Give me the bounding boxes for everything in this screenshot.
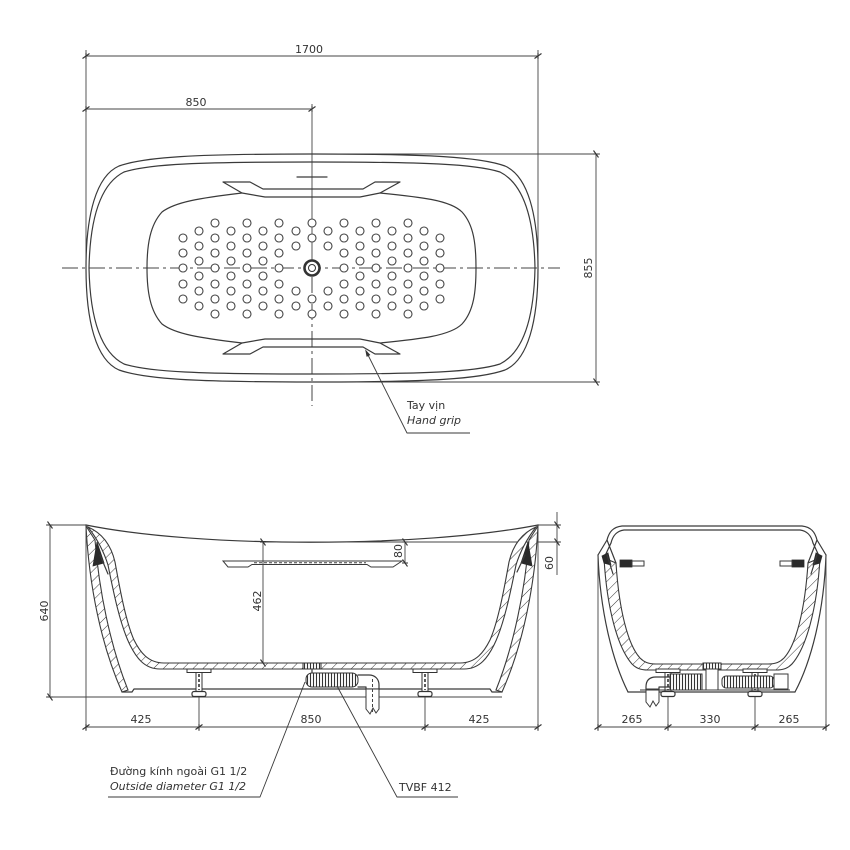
dimension-water-depth: 462: [251, 538, 266, 667]
bracket-block: [619, 559, 633, 568]
adjustable-foot: [186, 668, 212, 698]
drain-assembly-end: [640, 662, 790, 708]
overflow-coupling: [773, 673, 789, 690]
dimension-label-462: 462: [251, 591, 264, 612]
dimension-label-60: 60: [543, 556, 556, 570]
rim-web-lines: [603, 539, 821, 564]
leader-line: [365, 349, 470, 434]
adjustable-foot: [412, 668, 438, 698]
dimension-label-640: 640: [38, 601, 51, 622]
hand-grip-bottom: [222, 338, 401, 355]
dimension-drain-offset: 850: [82, 96, 316, 112]
hand-grip-bracket-left: [619, 559, 645, 568]
drain-icon: [303, 259, 321, 277]
dimension-label-425-right: 425: [469, 713, 490, 726]
tub-shell-section: [86, 525, 538, 670]
reinforcement-wedge-left: [92, 541, 105, 567]
drain-body: [705, 668, 719, 691]
hole-column: [242, 218, 252, 319]
bracket-arm: [779, 560, 793, 567]
tub-base: [121, 688, 503, 693]
overflow-hose: [721, 675, 775, 689]
dimension-label-855: 855: [582, 258, 595, 279]
dimension-rim-rise: 60: [543, 512, 560, 575]
reinforcement-line: [99, 554, 109, 575]
dimension-grip-offset: 80: [392, 538, 408, 567]
callout-outlet-diameter: Đường kính ngoài G1 1/2 Outside diameter…: [108, 681, 306, 798]
outlet-elbow: [357, 674, 380, 691]
corrugated-hose: [305, 672, 359, 688]
drain-flange: [302, 662, 322, 670]
dimension-label-850: 850: [301, 713, 322, 726]
rim-top-end: [597, 525, 827, 556]
hand-grip-top: [222, 181, 401, 198]
dimension-label-265-left: 265: [622, 713, 643, 726]
leader-line: [336, 685, 458, 798]
front-view: 640 462 80 60 425 850 425: [38, 512, 561, 798]
hole-column: [274, 218, 284, 319]
basin-outline-right: [379, 192, 477, 344]
hole-column: [403, 218, 413, 319]
reinforcement-wedge-right: [520, 541, 533, 567]
drain-flange: [702, 662, 722, 670]
callout-label-vi: Tay vịn: [406, 399, 445, 412]
dimension-height: 640: [38, 521, 86, 701]
hole-column: [371, 218, 381, 319]
callout-hand-grip: Tay vịn Hand grip: [365, 349, 470, 434]
hole-column: [435, 233, 445, 304]
outer-skirt-left: [597, 554, 629, 693]
bracket-block: [791, 559, 805, 568]
callout-drain-model: TVBF 412: [336, 685, 458, 798]
hole-column: [178, 233, 188, 304]
tub-inner-rim: [88, 161, 536, 375]
outer-skirt-left: [85, 523, 129, 693]
callout-label-en: Hand grip: [407, 414, 461, 427]
top-view: 1700 850 855: [62, 43, 600, 434]
end-view: 265 330 265: [594, 525, 830, 731]
rim-inner-end: [610, 529, 814, 544]
tub-shell-section: [603, 557, 821, 671]
basin-outline-left: [146, 192, 243, 344]
hand-grip-bracket-right: [779, 559, 805, 568]
dimension-label-1700: 1700: [295, 43, 323, 56]
reinforcement-line: [516, 554, 526, 573]
dimension-label-265-right: 265: [779, 713, 800, 726]
dimension-label-425-left: 425: [131, 713, 152, 726]
dimension-label-330: 330: [700, 713, 721, 726]
dimension-label-850: 850: [186, 96, 207, 109]
leader-line: [108, 681, 306, 798]
dimension-label-80: 80: [392, 544, 405, 558]
callout-label-en: Outside diameter G1 1/2: [110, 780, 246, 793]
tub-outer-rim: [85, 153, 539, 383]
outer-skirt-right: [794, 554, 827, 693]
drain-assembly-side: [302, 662, 380, 715]
rim-top-profile: [85, 524, 539, 543]
bracket-arm: [631, 560, 645, 567]
reinforcement-line: [810, 554, 818, 575]
callout-label-model: TVBF 412: [398, 781, 452, 794]
reinforcement-line: [606, 554, 614, 575]
outlet-pipe: [645, 688, 660, 708]
corrugated-hose: [669, 673, 703, 691]
callout-label-vi: Đường kính ngoài G1 1/2: [110, 765, 247, 778]
hole-column: [210, 218, 220, 319]
outer-skirt-right: [495, 523, 539, 693]
hole-column: [339, 218, 349, 319]
dimension-feet-front: 425 850 425: [82, 525, 542, 731]
hand-grip-side: [221, 560, 404, 568]
dimension-overall-length: 1700: [82, 43, 542, 268]
dimension-feet-end: 265 330 265: [594, 555, 830, 731]
